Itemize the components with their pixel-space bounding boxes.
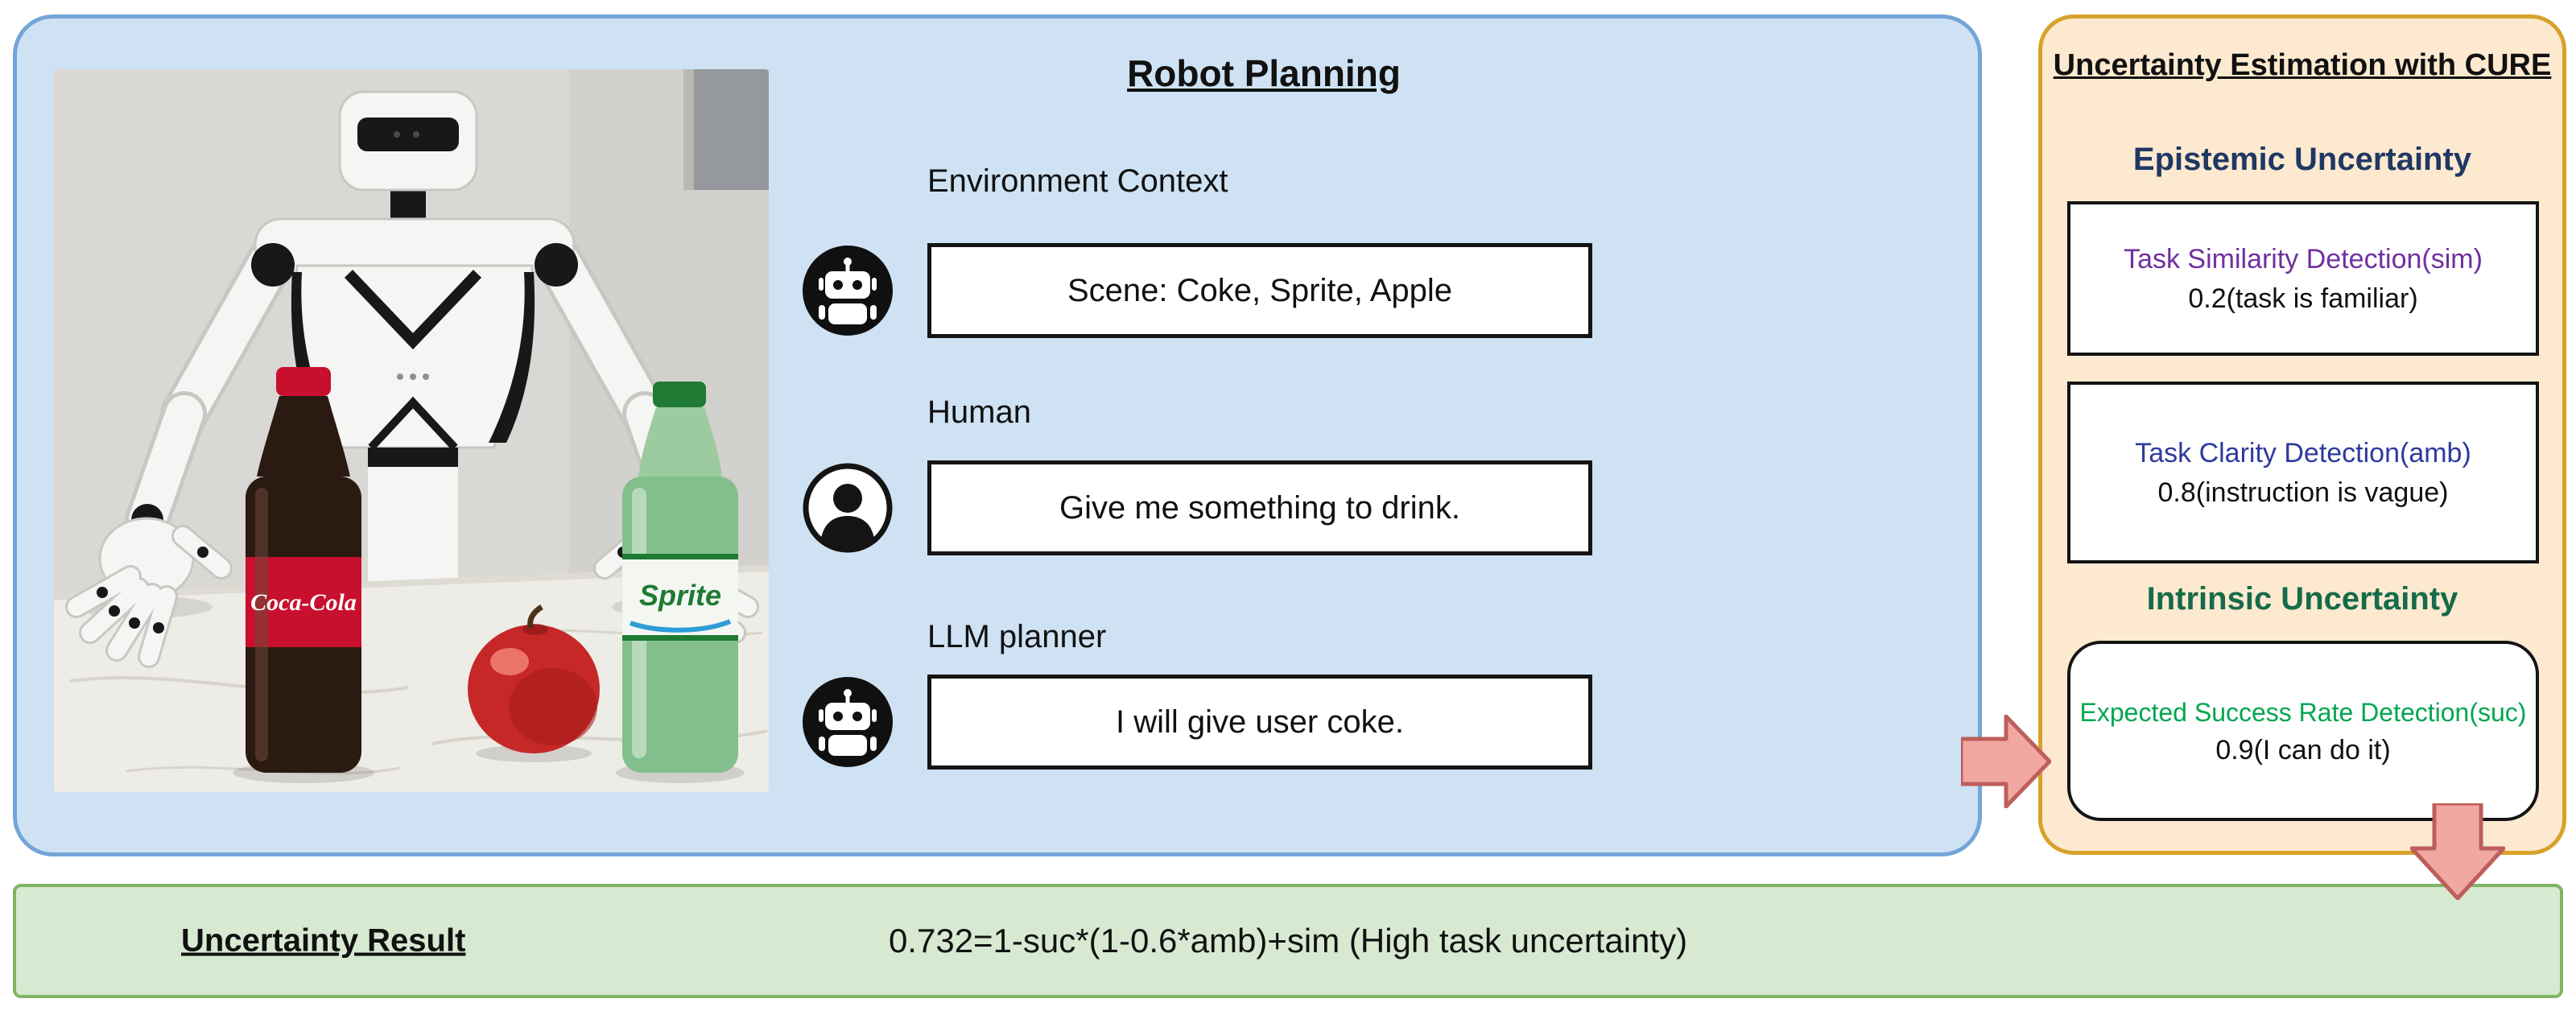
- human-message-text: Give me something to drink.: [1059, 489, 1460, 526]
- sprite-bottle: Sprite: [622, 382, 738, 773]
- uncertainty-result-label: Uncertainty Result: [181, 922, 466, 959]
- robot-photo-illustration: Coca-Cola Sprite: [54, 69, 769, 792]
- environment-context-text: Scene: Coke, Sprite, Apple: [1067, 272, 1453, 308]
- intrinsic-uncertainty-heading: Intrinsic Uncertainty: [2146, 581, 2458, 617]
- task-similarity-box: Task Similarity Detection(sim) 0.2(task …: [2067, 201, 2539, 356]
- robot-scene-photo: Coca-Cola Sprite: [54, 69, 769, 792]
- robot-icon: [803, 246, 893, 336]
- flow-arrow-down-icon: [2410, 803, 2505, 900]
- task-clarity-box: Task Clarity Detection(amb) 0.8(instruct…: [2067, 382, 2539, 563]
- coke-bottle: Coca-Cola: [246, 367, 361, 773]
- environment-context-label: Environment Context: [927, 163, 1228, 199]
- llm-planner-label: LLM planner: [927, 619, 1107, 654]
- person-icon: [803, 463, 893, 553]
- human-message-box: Give me something to drink.: [927, 460, 1592, 555]
- cure-title: Uncertainty Estimation with CURE: [2053, 48, 2552, 82]
- task-clarity-value: 0.8(instruction is vague): [2157, 477, 2449, 508]
- apple: [468, 604, 600, 753]
- coke-label-text: Coca-Cola: [250, 589, 357, 616]
- flow-arrow-right-icon: [1961, 715, 2051, 808]
- robot-left-hand: [65, 517, 233, 668]
- sprite-label-text: Sprite: [639, 579, 721, 612]
- task-similarity-value: 0.2(task is familiar): [2188, 283, 2418, 314]
- robot-illustration: [251, 90, 578, 609]
- robot-icon: [803, 677, 893, 767]
- uncertainty-result-bar: Uncertainty Result 0.732=1-suc*(1-0.6*am…: [13, 884, 2563, 998]
- epistemic-uncertainty-heading: Epistemic Uncertainty: [2132, 142, 2472, 177]
- human-label: Human: [927, 394, 1031, 430]
- llm-plan-text: I will give user coke.: [1116, 704, 1404, 740]
- task-clarity-title: Task Clarity Detection(amb): [2135, 438, 2471, 469]
- cabinet: [694, 69, 769, 190]
- success-rate-value: 0.9(I can do it): [2215, 734, 2391, 765]
- robot-visor: [357, 118, 459, 151]
- uncertainty-formula: 0.732=1-suc*(1-0.6*amb)+sim (High task u…: [888, 922, 1688, 959]
- task-similarity-title: Task Similarity Detection(sim): [2124, 244, 2483, 275]
- environment-context-box: Scene: Coke, Sprite, Apple: [927, 243, 1592, 338]
- success-rate-title: Expected Success Rate Detection(suc): [2079, 697, 2527, 727]
- success-rate-box: Expected Success Rate Detection(suc) 0.9…: [2067, 641, 2539, 821]
- llm-plan-box: I will give user coke.: [927, 675, 1592, 770]
- robot-planning-title: Robot Planning: [1127, 52, 1401, 94]
